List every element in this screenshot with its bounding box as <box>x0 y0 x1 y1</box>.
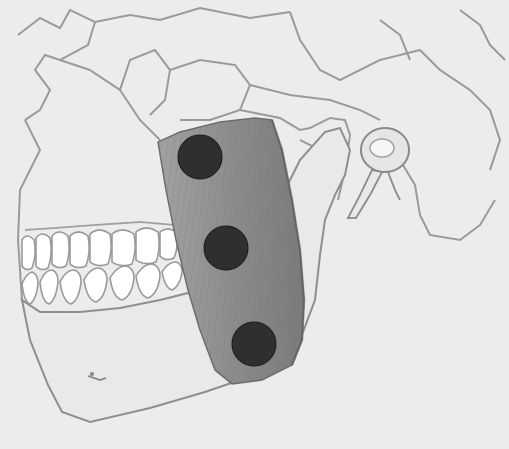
foramen-dot <box>90 372 94 376</box>
lower-marker <box>232 322 276 366</box>
upper-teeth <box>22 228 177 270</box>
upper-marker <box>178 135 222 179</box>
middle-marker <box>204 226 248 270</box>
